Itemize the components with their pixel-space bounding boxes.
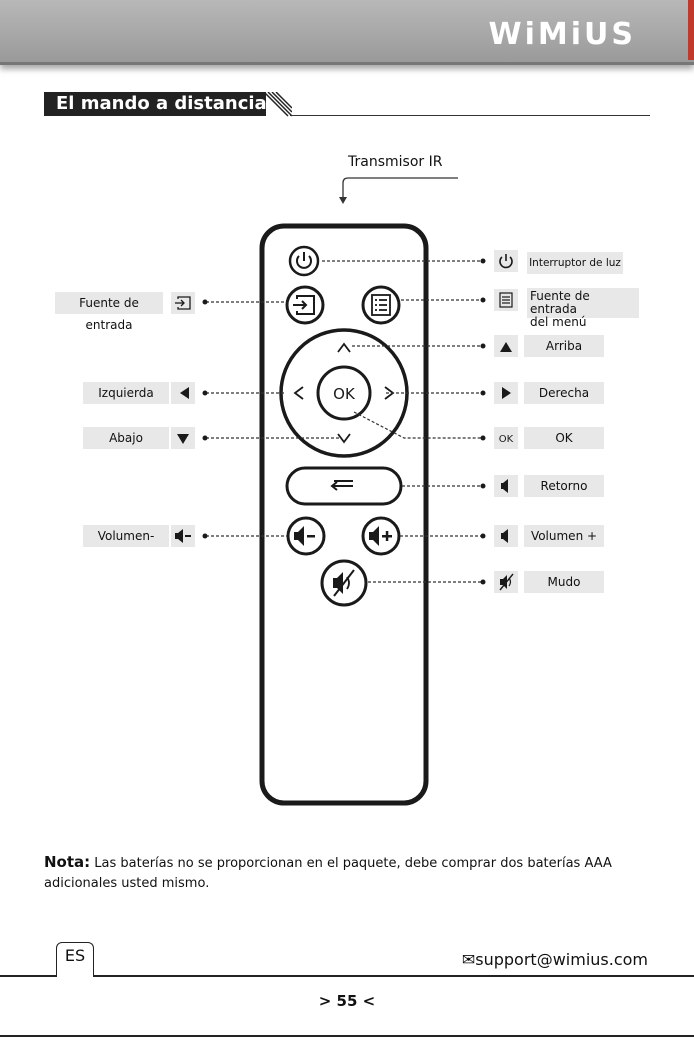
ir-transmitter-label: Transmisor IR: [348, 154, 443, 170]
mail-icon: ✉: [461, 950, 476, 969]
footer-rule: [0, 975, 694, 977]
support-email: ✉support@wimius.com: [462, 950, 648, 969]
note-prefix: Nota:: [44, 853, 91, 871]
label-left: Izquierda: [83, 382, 169, 404]
label-power: Interruptor de luz: [527, 252, 623, 274]
page-number: > 55 <: [318, 992, 376, 1010]
down-triangle-icon: [177, 434, 189, 444]
label-menu: Fuente de entrada del menú: [527, 288, 639, 329]
volume-down-icon: [294, 526, 315, 546]
label-ok: OK: [524, 427, 604, 449]
power-icon: [296, 255, 312, 269]
label-back: Retorno: [524, 475, 604, 497]
left-arrow-icon: [293, 386, 304, 400]
section-title: El mando a distancia: [56, 93, 267, 114]
left-triangle-icon: [180, 387, 189, 399]
right-triangle-icon: [502, 387, 511, 399]
label-right: Derecha: [524, 382, 604, 404]
left-icon-boxes: [171, 292, 195, 547]
volume-small-icon: [501, 529, 508, 543]
mute-small-icon: [499, 573, 514, 591]
bottom-rule: [0, 1035, 694, 1037]
input-source-icon: [293, 295, 315, 315]
language-tag: ES: [56, 942, 94, 977]
leader-lines-left: [206, 301, 340, 537]
label-mute: Mudo: [524, 571, 604, 593]
section-title-background: [44, 92, 266, 116]
label-input-source: Fuente de entrada: [55, 292, 163, 332]
ir-pointer-line: [342, 177, 458, 200]
menu-list-icon: [371, 294, 391, 316]
mute-icon: [333, 569, 355, 597]
label-volume-up: Volumen +: [524, 525, 604, 547]
label-volume-down: Volumen-: [83, 525, 169, 547]
volume-down-button: [286, 516, 326, 556]
leader-lines-right: [322, 260, 482, 583]
header-bar: [0, 0, 694, 65]
power-small-icon: [499, 254, 513, 269]
remote-body: [259, 223, 429, 806]
ok-button-label: OK: [333, 385, 356, 403]
leader-dots-left: [202, 299, 208, 539]
ir-arrow-icon: [339, 197, 347, 204]
brand-logo: WiMiUS: [488, 17, 636, 52]
leader-dots-right: [480, 258, 486, 585]
volume-up-icon: [369, 526, 392, 546]
ok-button: [316, 365, 372, 421]
section-title-rule: [290, 115, 650, 116]
volume-up-button: [361, 516, 401, 556]
note-text: Las baterías no se proporcionan en el pa…: [44, 856, 612, 891]
down-arrow-icon: [337, 433, 351, 444]
ok-small-icon: OK: [499, 434, 514, 445]
title-hatch-decoration: [263, 92, 292, 117]
up-arrow-icon: [337, 342, 351, 353]
label-menu-line2: del menú: [530, 315, 587, 329]
support-email-text: support@wimius.com: [475, 950, 648, 969]
page-edge-accent: [688, 0, 694, 60]
volume-down-small-icon: [175, 529, 191, 543]
up-triangle-icon: [500, 342, 512, 352]
label-menu-line1: Fuente de entrada: [530, 289, 590, 316]
right-icon-boxes: [494, 250, 518, 593]
note-paragraph: Nota: Las baterías no se proporcionan en…: [44, 852, 664, 894]
label-up: Arriba: [524, 335, 604, 357]
input-small-icon: [175, 296, 191, 310]
back-arrow-icon: [330, 480, 353, 491]
menu-small-icon: [499, 292, 513, 308]
back-small-icon: [501, 479, 508, 493]
label-down: Abajo: [83, 427, 169, 449]
